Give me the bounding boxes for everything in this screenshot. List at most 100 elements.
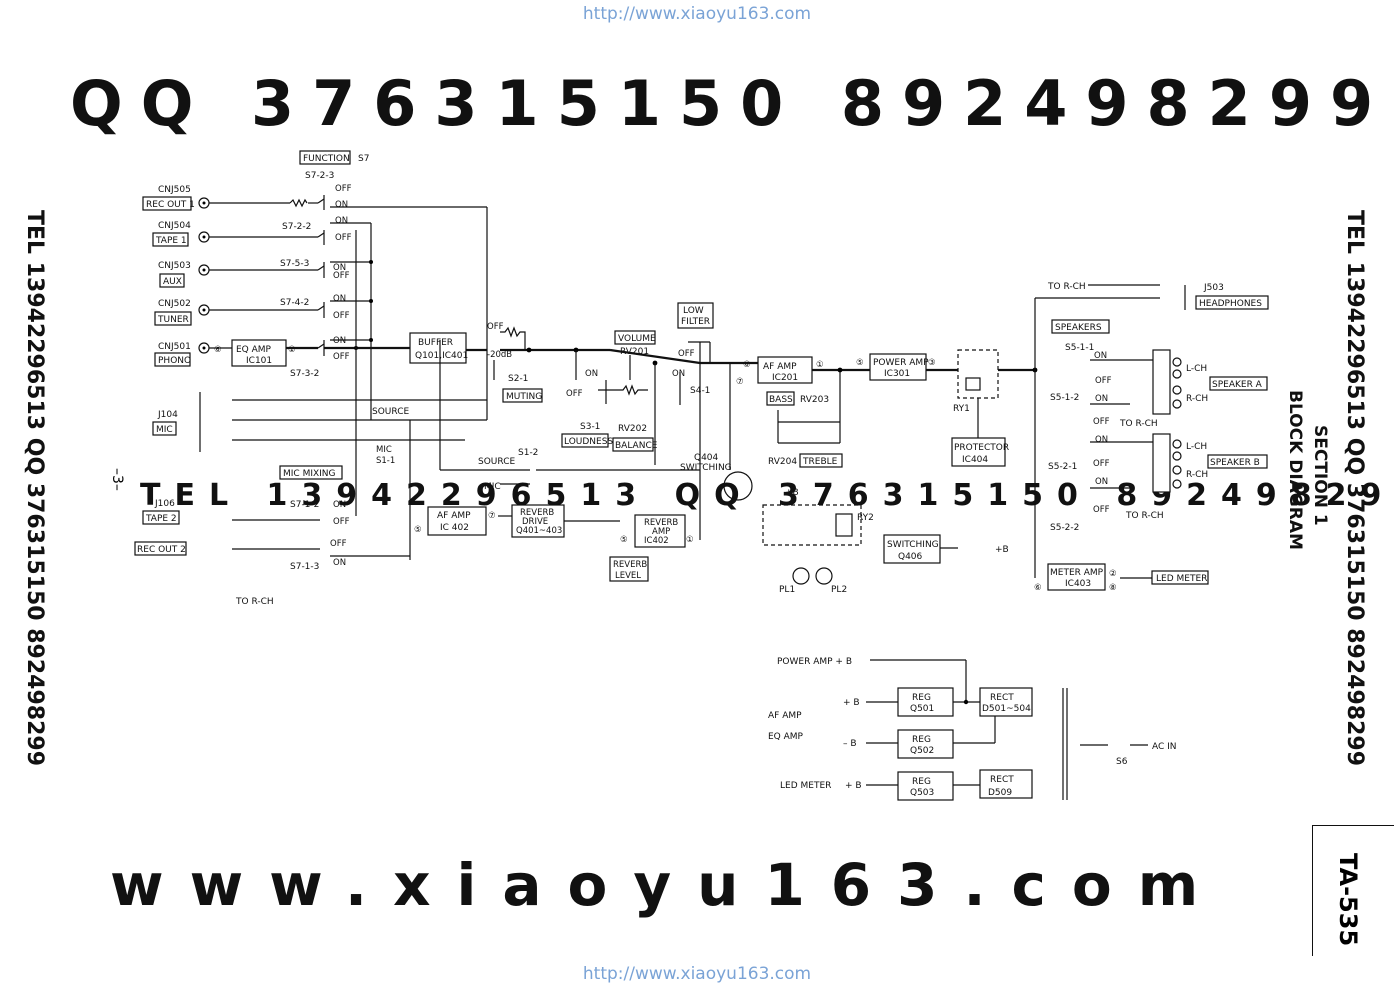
svg-text:S7-2-3: S7-2-3 xyxy=(305,171,334,181)
page-number: –3– xyxy=(109,468,125,491)
svg-text:③: ③ xyxy=(928,358,936,368)
svg-text:Q401~403: Q401~403 xyxy=(516,526,562,536)
svg-text:ON: ON xyxy=(335,200,348,210)
svg-text:RV201: RV201 xyxy=(620,347,649,357)
header-url[interactable]: http://www.xiaoyu163.com xyxy=(582,4,812,24)
svg-text:IC403: IC403 xyxy=(1065,579,1091,589)
svg-text:S6: S6 xyxy=(1116,757,1128,767)
svg-text:S7-2-2: S7-2-2 xyxy=(282,222,311,232)
input-phono: CNJ501 PHONO ⑥ EQ AMP IC101 ① S7-3-2 ON … xyxy=(154,336,350,379)
svg-text:RY2: RY2 xyxy=(857,513,874,523)
svg-text:SPEAKER B: SPEAKER B xyxy=(1210,458,1260,468)
svg-text:Q503: Q503 xyxy=(910,788,934,798)
svg-text:PROTECTOR: PROTECTOR xyxy=(954,443,1009,453)
footer-url[interactable]: http://www.xiaoyu163.com xyxy=(582,964,812,984)
svg-text:OFF: OFF xyxy=(487,322,504,332)
svg-text:S3-1: S3-1 xyxy=(580,422,600,432)
svg-text:BASS: BASS xyxy=(769,395,793,405)
svg-text:S1-1: S1-1 xyxy=(376,456,395,466)
svg-text:PL2: PL2 xyxy=(831,585,847,595)
svg-text:REVERB: REVERB xyxy=(520,508,554,518)
svg-text:MIC: MIC xyxy=(376,445,392,455)
svg-text:RV204: RV204 xyxy=(768,457,797,467)
svg-text:ON: ON xyxy=(333,336,346,346)
svg-text:TO R-CH: TO R-CH xyxy=(1125,511,1164,521)
svg-text:OFF: OFF xyxy=(335,184,352,194)
svg-text:SWITCHING: SWITCHING xyxy=(887,540,939,550)
speaker-b-terminal: L-CH R-CH SPEAKER B xyxy=(1152,433,1268,493)
svg-text:IC 402: IC 402 xyxy=(440,523,469,533)
svg-text:EQ AMP: EQ AMP xyxy=(768,732,804,742)
model-corner-frame xyxy=(1312,825,1394,956)
svg-text:REG: REG xyxy=(912,777,931,787)
svg-text:RY1: RY1 xyxy=(953,404,970,414)
headphones-block: TO R-CH J503 HEADPHONES SPEAKERS xyxy=(1034,282,1269,578)
mic-section: J104 MIC SOURCE MIC S1-1 MIC MIXING SOUR… xyxy=(152,340,701,540)
svg-text:+ B: + B xyxy=(845,781,862,791)
power-amp-ic301: ⑤ POWER AMP IC301 ③ xyxy=(812,353,958,381)
s7-label: S7 xyxy=(358,154,369,164)
svg-text:TO R-CH: TO R-CH xyxy=(235,597,274,607)
svg-text:Q501: Q501 xyxy=(910,704,934,714)
q404-switching: Q404 SWITCHING +B RY2 PL1 PL2 SWITCHING … xyxy=(680,453,1009,595)
svg-text:OFF: OFF xyxy=(566,389,583,399)
svg-text:ON: ON xyxy=(333,294,346,304)
svg-text:S7-5-3: S7-5-3 xyxy=(280,259,309,269)
section-subtitle: BLOCK DIAGRAM xyxy=(1285,390,1305,550)
svg-text:BUFFER: BUFFER xyxy=(418,338,453,348)
svg-text:REVERB: REVERB xyxy=(644,518,678,528)
function-label: FUNCTION xyxy=(303,154,350,164)
svg-text:ON: ON xyxy=(672,369,685,379)
input-aux: CNJ503 AUX S7-5-3 ON OFF xyxy=(158,259,350,288)
svg-text:L-CH: L-CH xyxy=(1186,442,1207,452)
svg-text:CNJ505: CNJ505 xyxy=(158,185,191,195)
svg-text:LEVEL: LEVEL xyxy=(615,571,641,581)
svg-text:S7-3-2: S7-3-2 xyxy=(290,369,319,379)
svg-text:AF AMP: AF AMP xyxy=(763,362,797,372)
svg-text:S7-1-3: S7-1-3 xyxy=(290,562,319,572)
svg-text:+B: +B xyxy=(785,488,799,498)
svg-text:⑤: ⑤ xyxy=(620,535,628,545)
svg-text:FILTER: FILTER xyxy=(681,317,710,327)
svg-text:POWER AMP + B: POWER AMP + B xyxy=(777,657,852,667)
svg-text:PL1: PL1 xyxy=(779,585,795,595)
svg-text:①: ① xyxy=(288,345,296,355)
svg-text:SPEAKER A: SPEAKER A xyxy=(1212,380,1263,390)
svg-text:S5-2-1: S5-2-1 xyxy=(1048,462,1077,472)
svg-text:MIC: MIC xyxy=(484,482,501,492)
svg-text:⑤: ⑤ xyxy=(856,358,864,368)
svg-text:REC OUT 2: REC OUT 2 xyxy=(137,545,186,555)
svg-text:OFF: OFF xyxy=(1093,417,1110,427)
model-number: TA-535 xyxy=(1334,853,1362,947)
svg-text:MUTING: MUTING xyxy=(506,392,542,402)
svg-text:OFF: OFF xyxy=(333,311,350,321)
svg-text:ON: ON xyxy=(333,558,346,568)
muting-block: OFF -20dB S2-1 MUTING xyxy=(487,322,610,403)
svg-text:SOURCE: SOURCE xyxy=(372,407,409,417)
svg-text:CNJ501: CNJ501 xyxy=(158,342,191,352)
svg-text:-20dB: -20dB xyxy=(487,350,512,360)
svg-text:ON: ON xyxy=(333,500,346,510)
svg-text:⑥: ⑥ xyxy=(214,345,222,355)
svg-text:REC OUT 1: REC OUT 1 xyxy=(146,200,195,210)
function-switches xyxy=(317,195,488,516)
svg-text:J503: J503 xyxy=(1203,283,1224,293)
svg-text:S1-2: S1-2 xyxy=(518,448,538,458)
svg-text:Q404: Q404 xyxy=(694,453,719,463)
svg-text:OFF: OFF xyxy=(1095,376,1112,386)
svg-text:METER AMP: METER AMP xyxy=(1050,568,1104,578)
svg-text:OFF: OFF xyxy=(333,517,350,527)
svg-text:CNJ504: CNJ504 xyxy=(158,221,191,231)
function-box xyxy=(299,150,351,165)
svg-text:ON: ON xyxy=(335,216,348,226)
svg-text:OFF: OFF xyxy=(333,352,350,362)
svg-text:R-CH: R-CH xyxy=(1186,470,1208,480)
watermark-mid: TEL 13942296513 QQ 376315150 892498299 xyxy=(140,478,1394,513)
svg-text:OFF: OFF xyxy=(1093,459,1110,469)
svg-text:ON: ON xyxy=(1095,477,1108,487)
svg-text:EQ AMP: EQ AMP xyxy=(236,345,272,355)
svg-text:TO R-CH: TO R-CH xyxy=(1119,419,1158,429)
svg-text:Q502: Q502 xyxy=(910,746,934,756)
svg-text:AMP: AMP xyxy=(652,527,670,537)
